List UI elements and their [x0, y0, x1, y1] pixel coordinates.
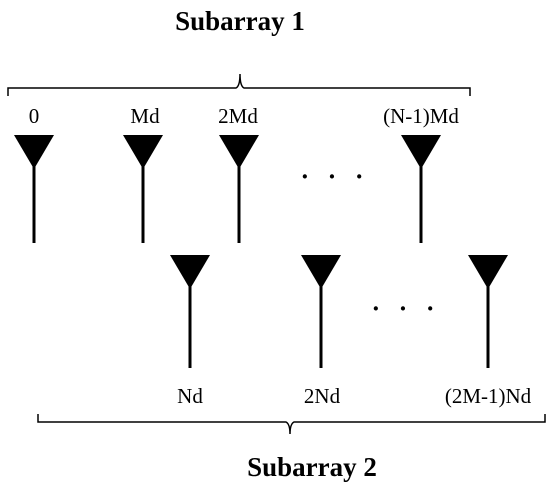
subarray1-label-3: (N-1)Md: [383, 104, 459, 128]
antenna-icon: [301, 255, 341, 368]
subarray1-label-1: Md: [130, 104, 160, 128]
subarray1-brace: [7, 73, 471, 96]
subarray2-ellipsis: · · ·: [371, 294, 440, 323]
subarray2-label-0: Nd: [177, 384, 203, 408]
subarray1-title: Subarray 1: [175, 6, 305, 36]
subarray2-brace: [37, 414, 546, 435]
subarray1-label-0: 0: [29, 104, 40, 128]
subarray2-label-1: 2Nd: [304, 384, 341, 408]
antenna-icon: [219, 135, 259, 243]
antenna-icon: [14, 135, 54, 243]
antenna-icon: [123, 135, 163, 243]
subarray1-label-2: 2Md: [218, 104, 258, 128]
antenna-icon: [468, 255, 508, 368]
subarray2-label-2: (2M-1)Nd: [445, 384, 532, 408]
antenna-icon: [170, 255, 210, 368]
subarray2-title: Subarray 2: [247, 452, 377, 482]
antenna-icon: [401, 135, 441, 243]
subarray1-ellipsis: · · ·: [300, 162, 369, 191]
